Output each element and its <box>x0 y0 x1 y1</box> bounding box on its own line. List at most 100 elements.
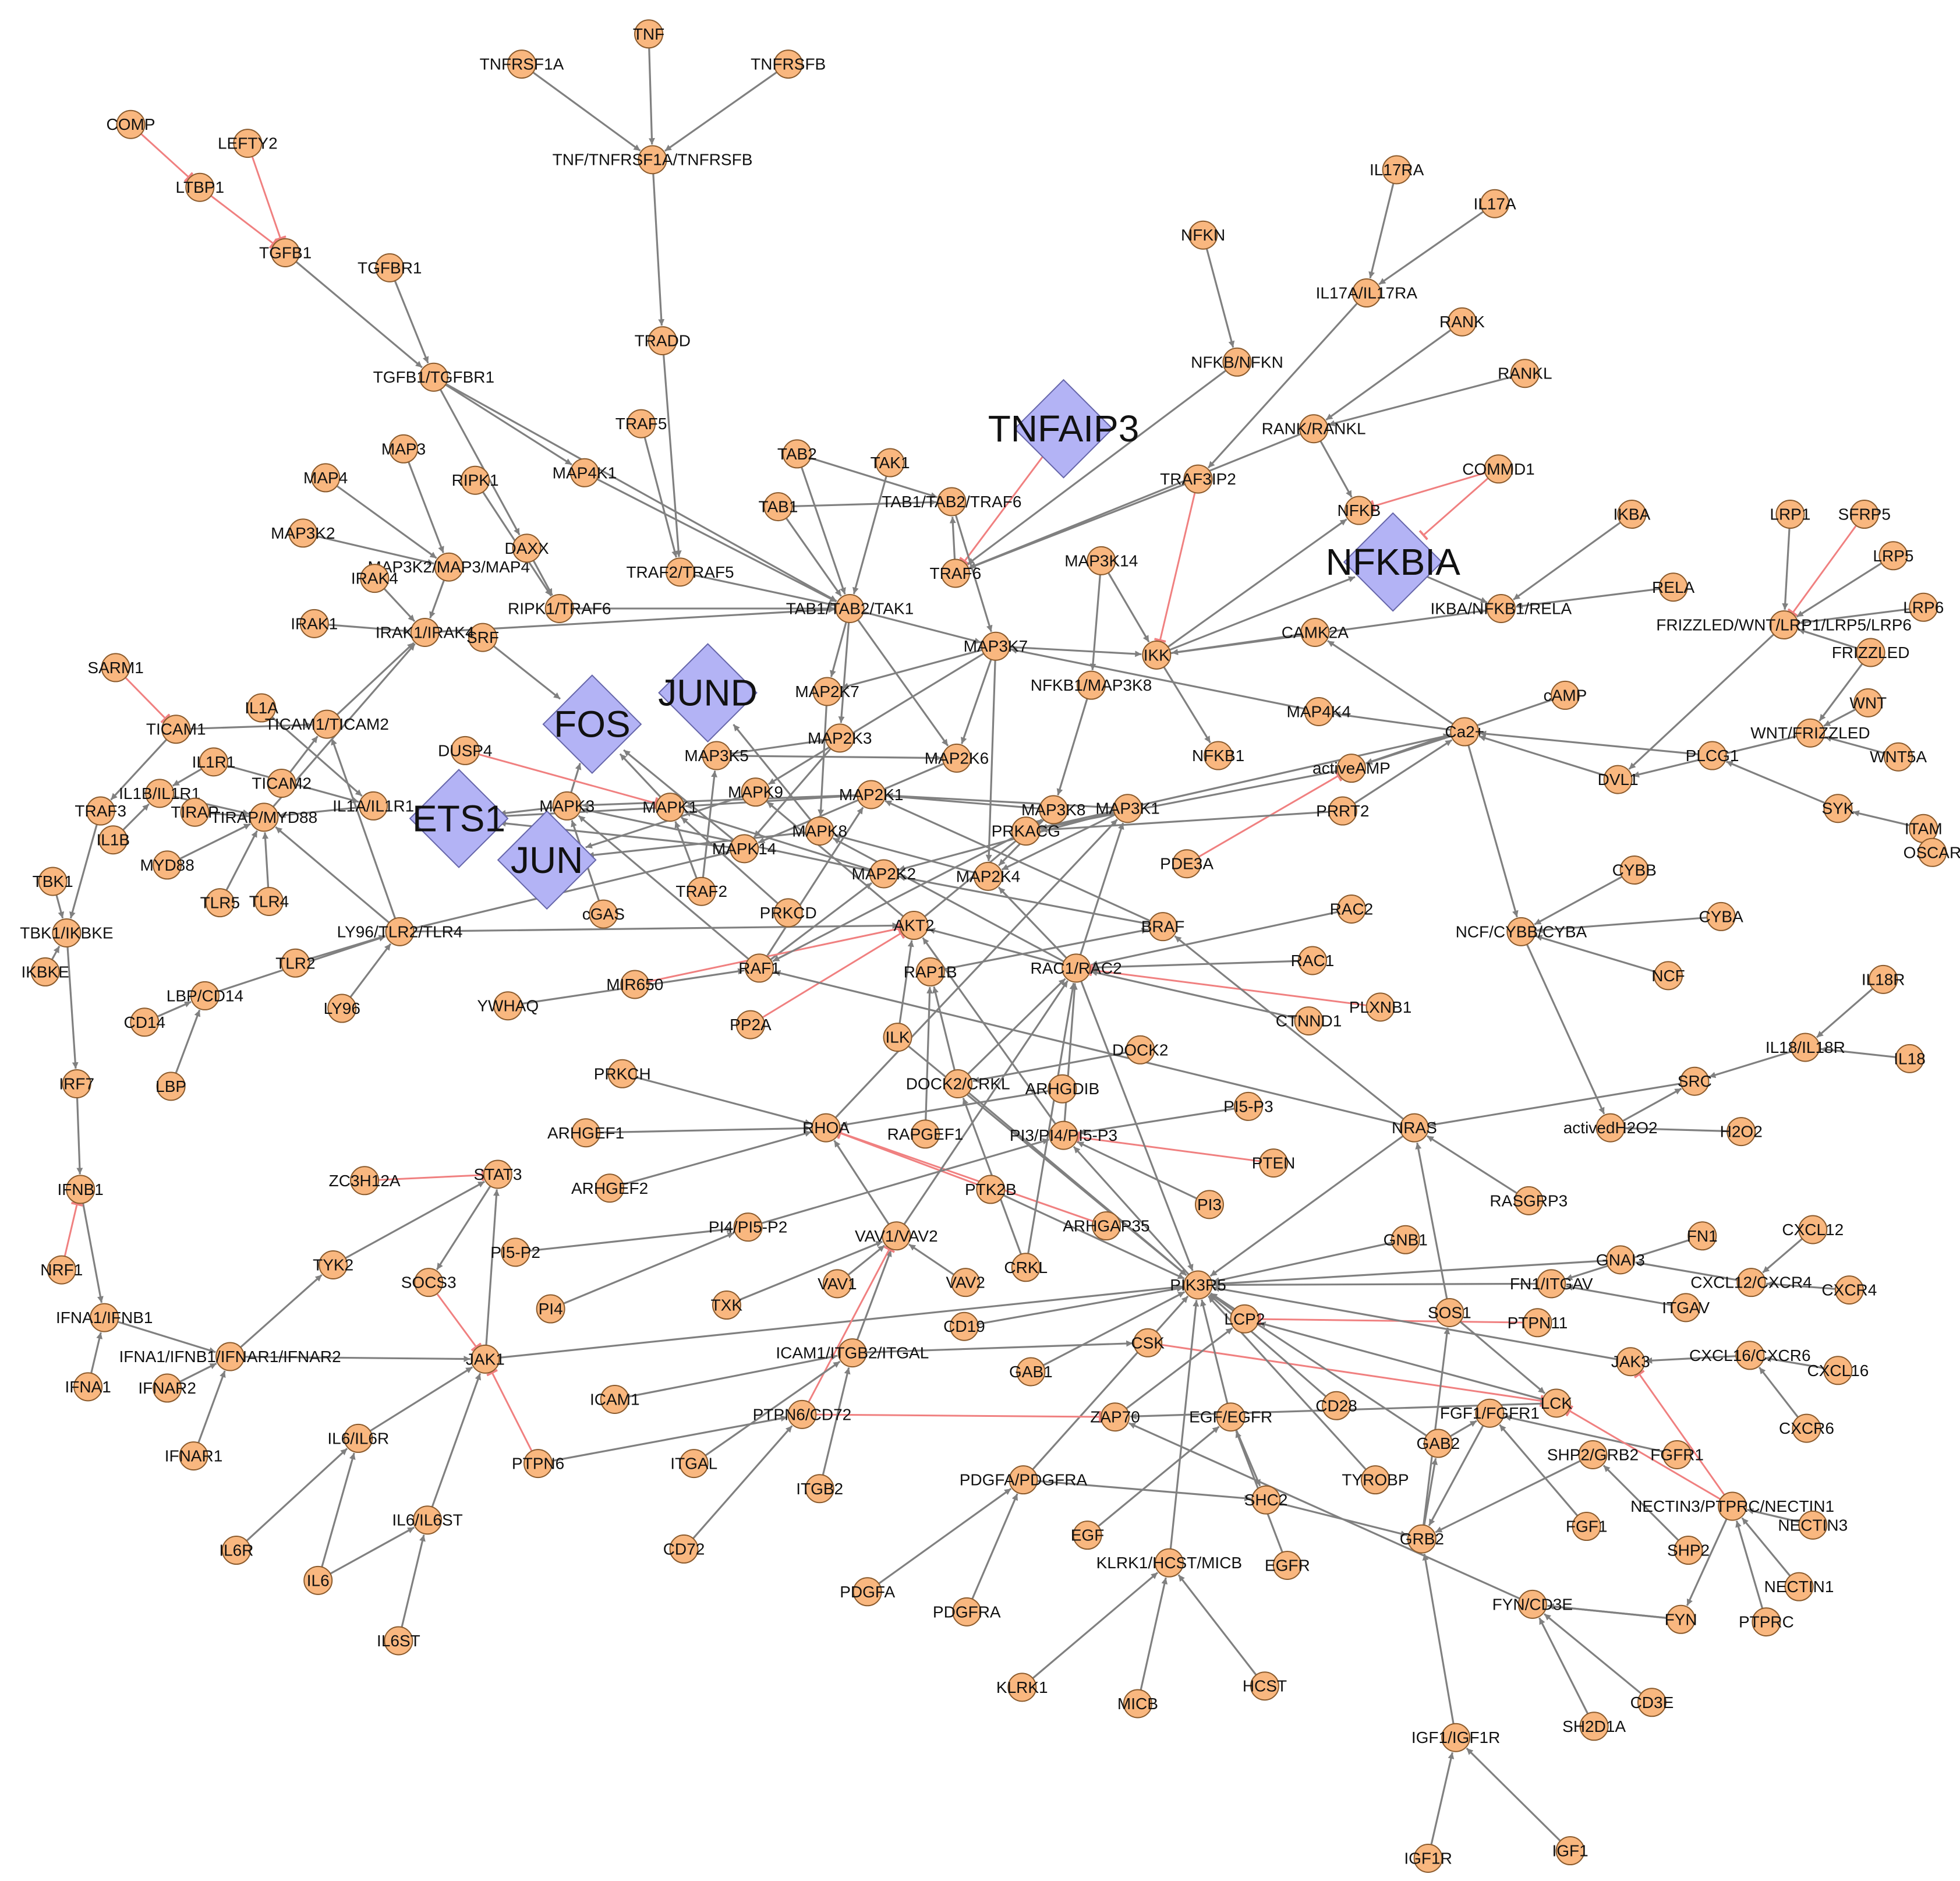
node-ifna1-ifnb1[interactable]: IFNA1/IFNB1 <box>56 1303 153 1332</box>
node-vav1-vav2[interactable]: VAV1/VAV2 <box>855 1221 938 1251</box>
node-wnt5a[interactable]: WNT5A <box>1870 742 1927 772</box>
node-fn1[interactable]: FN1 <box>1687 1221 1718 1251</box>
node-irf7[interactable]: IRF7 <box>59 1069 94 1099</box>
node-lrp1[interactable]: LRP1 <box>1770 500 1810 529</box>
node-ticam1-ticam2[interactable]: TICAM1/TICAM2 <box>265 709 389 739</box>
node-il6st[interactable]: IL6ST <box>377 1626 420 1656</box>
node-tgfbr1[interactable]: TGFBR1 <box>358 253 422 282</box>
node-plcg1[interactable]: PLCG1 <box>1686 741 1739 770</box>
node-egfr[interactable]: EGFR <box>1265 1550 1310 1580</box>
node-cd72[interactable]: CD72 <box>663 1534 705 1564</box>
node-klrk1-hcst-micb[interactable]: KLRK1/HCST/MICB <box>1096 1548 1243 1578</box>
node-tnfrsf1a[interactable]: TNFRSF1A <box>480 50 564 79</box>
node-ptpn11[interactable]: PTPN11 <box>1508 1308 1568 1338</box>
node-sfrp5[interactable]: SFRP5 <box>1838 500 1891 529</box>
node-gab1[interactable]: GAB1 <box>1009 1357 1053 1387</box>
node-cyba[interactable]: CYBA <box>1699 901 1744 931</box>
node-tab2[interactable]: TAB2 <box>777 439 817 469</box>
node-arhgef2[interactable]: ARHGEF2 <box>571 1173 648 1203</box>
node-ptprc[interactable]: PTPRC <box>1739 1607 1794 1637</box>
node-arhgap35[interactable]: ARHGAP35 <box>1063 1211 1150 1241</box>
node-cxcl12[interactable]: CXCL12 <box>1782 1215 1844 1244</box>
node-h2o2[interactable]: H2O2 <box>1720 1117 1763 1147</box>
node-ncf-cybb-cyba[interactable]: NCF/CYBB/CYBA <box>1456 917 1587 946</box>
node-ilk[interactable]: ILK <box>883 1023 912 1052</box>
node-ripk1[interactable]: RIPK1 <box>452 465 499 495</box>
node-il18[interactable]: IL18 <box>1894 1044 1926 1073</box>
node-tnfrsfb[interactable]: TNFRSFB <box>751 50 826 79</box>
node-ltbp1[interactable]: LTBP1 <box>176 172 225 202</box>
node-klrk1[interactable]: KLRK1 <box>996 1673 1048 1702</box>
node-egf[interactable]: EGF <box>1071 1521 1105 1550</box>
node-zap70[interactable]: ZAP70 <box>1090 1402 1140 1432</box>
node-map3k1[interactable]: MAP3K1 <box>1095 794 1160 823</box>
node-icam1[interactable]: ICAM1 <box>590 1384 640 1414</box>
node-ifnar1[interactable]: IFNAR1 <box>165 1441 223 1471</box>
node-ncf[interactable]: NCF <box>1651 961 1685 991</box>
node-irak1[interactable]: IRAK1 <box>291 609 338 638</box>
node-sarm1[interactable]: SARM1 <box>87 653 144 683</box>
node-map2k6[interactable]: MAP2K6 <box>925 743 989 773</box>
node-shp2-grb2[interactable]: SHP2/GRB2 <box>1547 1440 1639 1469</box>
node-il17a[interactable]: IL17A <box>1473 189 1516 218</box>
node-ly96[interactable]: LY96 <box>324 993 360 1023</box>
node-egf-egfr[interactable]: EGF/EGFR <box>1189 1402 1272 1432</box>
node-syk[interactable]: SYK <box>1821 794 1855 823</box>
node-commd1[interactable]: COMMD1 <box>1462 454 1535 484</box>
node-nfkb[interactable]: NFKB <box>1338 496 1381 525</box>
node-cxcr4[interactable]: CXCR4 <box>1821 1275 1877 1305</box>
node-itgb2[interactable]: ITGB2 <box>796 1474 843 1504</box>
node-braf[interactable]: BRAF <box>1141 912 1185 942</box>
node-map3k2-map3-map4[interactable]: MAP3K2/MAP3/MAP4 <box>367 552 530 582</box>
node-traf2-traf5[interactable]: TRAF2/TRAF5 <box>626 557 734 587</box>
node-mapk3[interactable]: MAPK3 <box>539 791 595 821</box>
node-tgfb1[interactable]: TGFB1 <box>259 238 312 267</box>
node-rank-rankl[interactable]: RANK/RANKL <box>1262 414 1366 444</box>
node-pi5-p2[interactable]: PI5-P2 <box>490 1238 540 1267</box>
node-wnt-frizzled[interactable]: WNT/FRIZZLED <box>1750 718 1870 748</box>
node-irak1-irak4[interactable]: IRAK1/IRAK4 <box>376 617 475 647</box>
node-mapk14[interactable]: MAPK14 <box>712 834 777 864</box>
node-ikba-nfkb1-rela[interactable]: IKBA/NFKB1/RELA <box>1430 593 1572 623</box>
node-nrf1[interactable]: NRF1 <box>40 1255 83 1285</box>
node-il1a[interactable]: IL1A <box>245 693 278 723</box>
node-crkl[interactable]: CRKL <box>1004 1253 1048 1282</box>
node-lrp6[interactable]: LRP6 <box>1903 592 1944 622</box>
node-prkacg[interactable]: PRKACG <box>992 816 1060 846</box>
node-shp2[interactable]: SHP2 <box>1667 1536 1710 1565</box>
node-irak4[interactable]: IRAK4 <box>351 564 398 593</box>
node-map4k4[interactable]: MAP4K4 <box>1287 696 1352 726</box>
node-tab1-tab2-traf6[interactable]: TAB1/TAB2/TRAF6 <box>882 487 1021 517</box>
node-il18r[interactable]: IL18R <box>1862 964 1905 994</box>
node-akt2[interactable]: AKT2 <box>894 911 935 941</box>
node-il6-il6st[interactable]: IL6/IL6ST <box>392 1505 463 1535</box>
node-cd19[interactable]: CD19 <box>943 1311 985 1341</box>
node-map4k1[interactable]: MAP4K1 <box>553 458 617 487</box>
node-raf1[interactable]: RAF1 <box>738 953 780 983</box>
node-fos[interactable]: FOS <box>542 674 642 774</box>
node-oscar[interactable]: OSCAR <box>1904 837 1960 867</box>
node-pde3a[interactable]: PDE3A <box>1160 849 1213 879</box>
node-ets1[interactable]: ETS1 <box>409 769 509 868</box>
node-il1r1[interactable]: IL1R1 <box>192 747 236 777</box>
node-tlr4[interactable]: TLR4 <box>249 887 289 917</box>
node-plxnb1[interactable]: PLXNB1 <box>1349 992 1411 1022</box>
node-vav2[interactable]: VAV2 <box>946 1268 985 1297</box>
node-tnf-tnfrsf1a-tnfrsfb[interactable]: TNF/TNFRSF1A/TNFRSFB <box>553 145 753 175</box>
node-map3k14[interactable]: MAP3K14 <box>1064 546 1138 575</box>
node-map2k7[interactable]: MAP2K7 <box>795 677 859 706</box>
node-lbp[interactable]: LBP <box>155 1072 186 1101</box>
node-dusp4[interactable]: DUSP4 <box>438 736 493 765</box>
node-lbp-cd14[interactable]: LBP/CD14 <box>167 981 243 1010</box>
node-ifna1-ifnb1-ifnar1-ifnar2[interactable]: IFNA1/IFNB1/IFNAR1/IFNAR2 <box>119 1342 341 1371</box>
node-nras[interactable]: NRAS <box>1392 1113 1437 1143</box>
node-igf1-igf1r[interactable]: IGF1/IGF1R <box>1411 1723 1500 1752</box>
node-itgav[interactable]: ITGAV <box>1662 1293 1710 1323</box>
node-ikba[interactable]: IKBA <box>1613 500 1651 529</box>
node-il1b[interactable]: IL1B <box>97 825 130 855</box>
node-mapk1[interactable]: MAPK1 <box>642 793 698 822</box>
node-ctnnd1[interactable]: CTNND1 <box>1276 1006 1342 1036</box>
node-nfkn[interactable]: NFKN <box>1181 220 1225 250</box>
node-tlr2[interactable]: TLR2 <box>275 948 316 978</box>
node-rac2[interactable]: RAC2 <box>1330 894 1374 924</box>
